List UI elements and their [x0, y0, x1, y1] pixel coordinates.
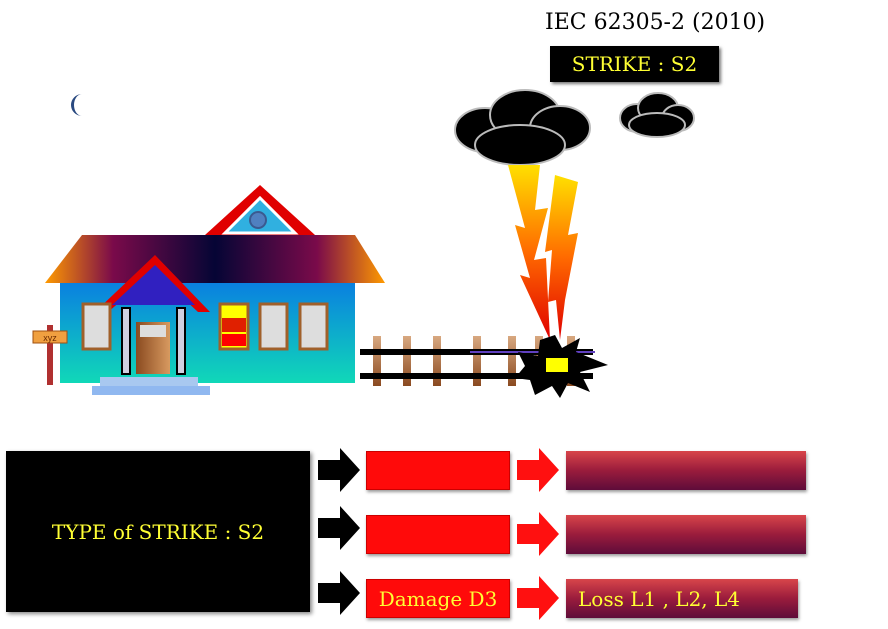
loss-box-2 [566, 515, 806, 554]
arrow-right-icon [318, 571, 360, 615]
arrow-right-icon [517, 448, 559, 492]
loss-box-3: Loss L1 , L2, L4 [566, 579, 798, 618]
fence-with-line [360, 335, 608, 398]
storm-cloud-large [454, 89, 591, 166]
strike-type-box: TYPE of STRIKE : S2 [6, 451, 310, 612]
sign-text: xyz [43, 333, 57, 343]
strike-badge: STRIKE : S2 [550, 46, 719, 82]
storm-cloud-small [619, 92, 695, 138]
house [45, 185, 385, 395]
damage-box-2 [366, 515, 510, 554]
damage-box-1 [366, 451, 510, 490]
scene-illustration: xyz [32, 89, 695, 398]
lightning-bolt-icon [508, 165, 578, 340]
arrow-right-icon [517, 512, 559, 556]
moon-icon [71, 94, 82, 116]
damage-box-3: Damage D3 [366, 579, 510, 618]
name-sign: xyz [32, 325, 68, 385]
arrow-right-icon [517, 576, 559, 620]
standard-title: IEC 62305-2 (2010) [545, 10, 766, 35]
arrow-right-icon [318, 506, 360, 550]
arrow-right-icon [318, 448, 360, 492]
loss-box-1 [566, 451, 806, 490]
